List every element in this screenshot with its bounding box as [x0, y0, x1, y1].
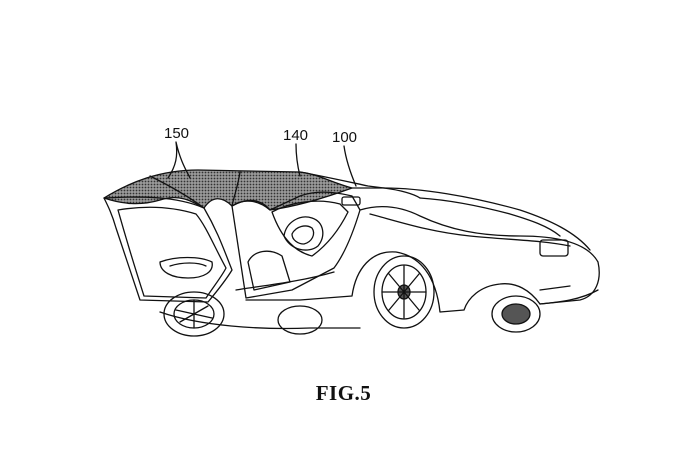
body-character-line — [369, 213, 571, 247]
ground-line — [159, 311, 361, 330]
left-door-outer — [103, 196, 233, 303]
reference-label-140: 140 — [283, 127, 308, 144]
seat — [247, 250, 291, 291]
front-right-wheel — [277, 305, 323, 335]
leader-line-150 — [167, 141, 191, 179]
mirror — [341, 196, 361, 206]
reference-label-150: 150 — [164, 125, 189, 142]
roof-rear-line — [383, 187, 421, 199]
right-door-window — [271, 200, 349, 257]
figure-caption: FIG.5 — [315, 381, 372, 405]
leader-line-100 — [343, 145, 357, 187]
tail-light — [539, 239, 569, 257]
rear-window — [419, 197, 561, 237]
steering-wheel-inner — [291, 225, 315, 245]
rear-left-wheel — [491, 295, 541, 333]
right-door-frame — [231, 191, 361, 299]
leader-line-140 — [295, 143, 301, 177]
hood-top — [351, 187, 591, 251]
body-side — [245, 205, 600, 313]
roof-ridge-line — [231, 171, 241, 207]
interior-sill — [235, 271, 335, 291]
rear-bumper — [539, 289, 599, 305]
roof-panel — [103, 169, 353, 211]
rear-right-wheel — [373, 255, 435, 329]
left-door-handle — [169, 262, 207, 267]
front-left-wheel — [163, 291, 225, 337]
left-door-armrest — [159, 256, 213, 279]
roof-ridge-line — [149, 175, 205, 209]
reference-label-100: 100 — [332, 129, 357, 146]
steering-wheel — [283, 216, 324, 251]
windshield-top — [299, 171, 385, 189]
left-door-inner — [117, 206, 227, 299]
exhaust — [539, 285, 571, 291]
